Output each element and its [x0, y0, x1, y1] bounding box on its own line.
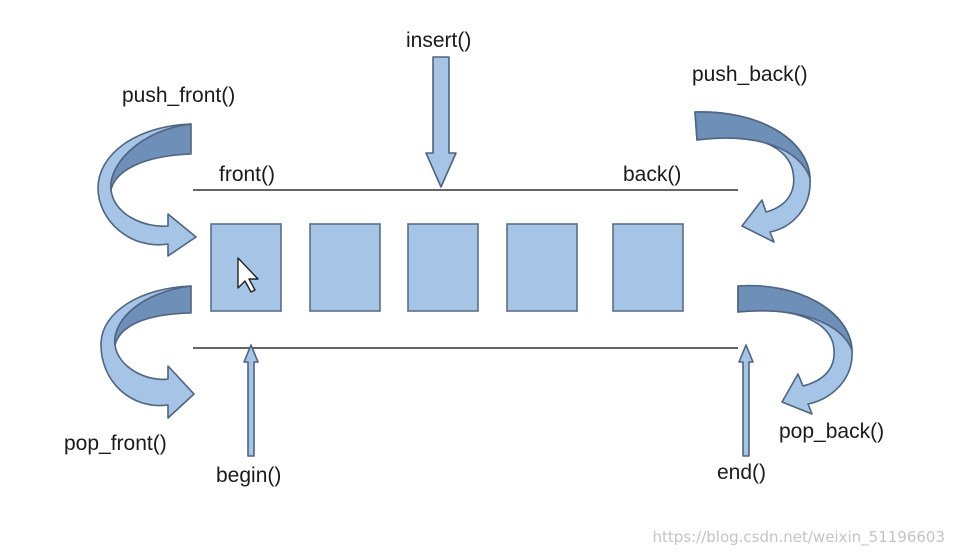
element-cell	[612, 223, 684, 312]
end-label: end()	[717, 461, 766, 484]
element-cells	[210, 223, 684, 312]
element-cell	[309, 223, 381, 312]
insert-label: insert()	[406, 29, 471, 52]
push-front-label: push_front()	[122, 84, 235, 107]
element-cell	[506, 223, 578, 312]
push-back-label: push_back()	[692, 63, 808, 86]
front-label: front()	[219, 163, 275, 186]
pop-back-curl-arrow	[737, 284, 853, 415]
back-label: back()	[623, 163, 681, 186]
mouse-pointer-icon	[237, 257, 259, 293]
watermark: https://blog.csdn.net/weixin_51196603	[652, 528, 945, 547]
element-cell	[407, 223, 479, 312]
push-back-curl-arrow	[694, 111, 811, 243]
pop-back-label: pop_back()	[779, 420, 884, 443]
begin-arrow	[243, 344, 259, 457]
push-front-curl-arrow	[97, 123, 197, 257]
pop-front-curl-arrow	[100, 285, 195, 419]
pop-front-label: pop_front()	[64, 432, 167, 455]
insert-arrow	[425, 56, 457, 188]
end-arrow	[738, 344, 754, 457]
begin-label: begin()	[216, 464, 281, 487]
